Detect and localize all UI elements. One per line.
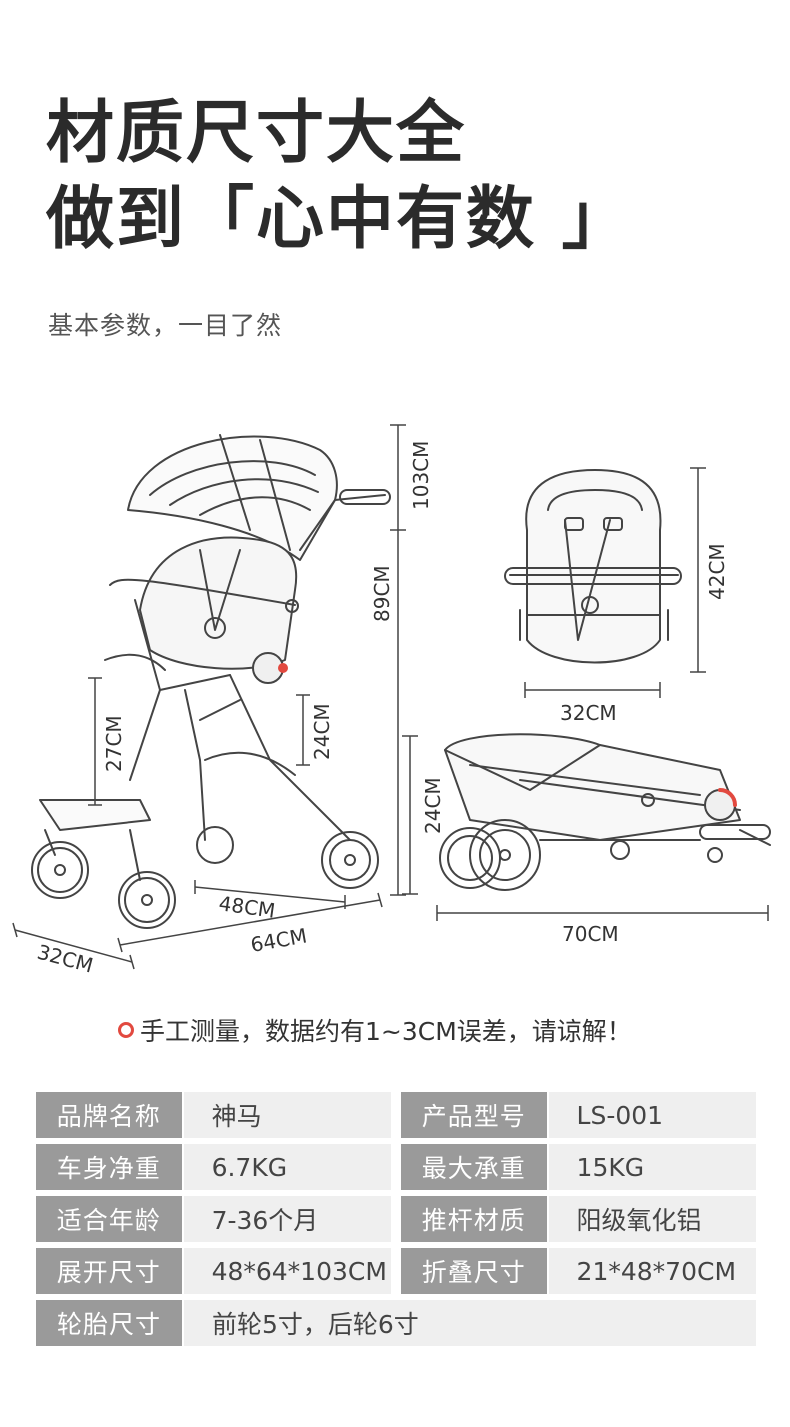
spec-label: 最大承重 — [400, 1144, 547, 1190]
dim-seat-width-label: 32CM — [560, 701, 617, 725]
spec-row: 轮胎尺寸 前轮5寸，后轮6寸 — [36, 1300, 756, 1346]
stroller-unfolded-illustration — [31, 434, 391, 929]
spec-row: 车身净重 6.7KG 最大承重 15KG — [36, 1144, 756, 1190]
spec-value: 神马 — [181, 1092, 392, 1138]
spec-row: 展开尺寸 48*64*103CM 折叠尺寸 21*48*70CM — [36, 1248, 756, 1294]
spec-label: 展开尺寸 — [36, 1248, 182, 1294]
spec-label: 推杆材质 — [400, 1196, 547, 1242]
spec-label: 车身净重 — [36, 1144, 182, 1190]
spec-value: LS-001 — [546, 1092, 756, 1138]
seat-front-illustration — [504, 469, 682, 664]
spec-value: 15KG — [546, 1144, 756, 1190]
dim-total-height-label: 103CM — [409, 441, 433, 510]
dim-width-label: 32CM — [35, 940, 96, 978]
spec-label: 轮胎尺寸 — [36, 1300, 182, 1346]
spec-label: 折叠尺寸 — [400, 1248, 547, 1294]
dim-leg-height-label: 27CM — [102, 715, 126, 772]
dim-folded-length-label: 70CM — [562, 922, 619, 946]
spec-value: 7-36个月 — [181, 1196, 392, 1242]
spec-label: 品牌名称 — [36, 1092, 182, 1138]
dim-length-label: 64CM — [249, 923, 309, 956]
spec-label: 产品型号 — [400, 1092, 547, 1138]
stroller-folded-illustration — [439, 733, 771, 891]
dim-seat-depth-label: 24CM — [310, 703, 334, 760]
measurement-note: 手工测量，数据约有1~3CM误差，请谅解！ — [118, 1012, 632, 1048]
spec-label: 适合年龄 — [36, 1196, 182, 1242]
spec-value: 48*64*103CM — [181, 1248, 392, 1294]
spec-value: 6.7KG — [181, 1144, 392, 1190]
page-title-line-2: 做到「心中有数 」 — [46, 180, 632, 259]
dim-seat-back-label: 42CM — [705, 543, 729, 600]
circle-bullet-icon — [118, 1022, 134, 1038]
spec-row: 适合年龄 7-36个月 推杆材质 阳级氧化铝 — [36, 1196, 756, 1242]
page-title-line-1: 材质尺寸大全 — [46, 94, 467, 173]
spec-row: 品牌名称 神马 产品型号 LS-001 — [36, 1092, 756, 1138]
spec-value: 前轮5寸，后轮6寸 — [182, 1300, 756, 1346]
dim-seat-height-label: 89CM — [370, 565, 394, 622]
measurement-note-text: 手工测量，数据约有1~3CM误差，请谅解！ — [140, 1017, 632, 1046]
stroller-dimension-diagram: 103CM 89CM 27CM 24CM 48CM 64CM 32CM 42CM… — [12, 424, 771, 978]
page-subtitle: 基本参数，一目了然 — [48, 311, 283, 340]
spec-value: 21*48*70CM — [546, 1248, 756, 1294]
spec-table: 品牌名称 神马 产品型号 LS-001 车身净重 6.7KG 最大承重 15KG… — [36, 1092, 756, 1352]
dim-folded-height-label: 24CM — [421, 777, 445, 834]
spec-value: 阳级氧化铝 — [546, 1196, 756, 1242]
dim-base-width-label: 48CM — [217, 891, 276, 923]
